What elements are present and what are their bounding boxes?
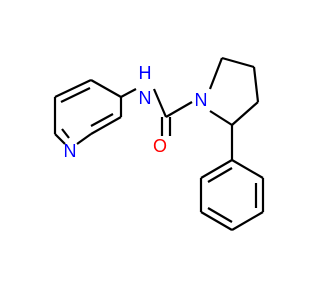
bond bbox=[90, 79, 122, 98]
bond bbox=[231, 211, 264, 231]
pyridine-n-label: N bbox=[64, 141, 77, 161]
bond bbox=[231, 101, 259, 126]
bond bbox=[61, 128, 70, 139]
pyrrolidine-ring bbox=[208, 56, 260, 126]
molecule-structure: N N H N O bbox=[53, 56, 265, 231]
bond bbox=[54, 133, 66, 145]
bond-nh-carbonyl bbox=[152, 88, 168, 118]
amide-h-label: H bbox=[139, 63, 152, 83]
bond-carbonyl-ring-n bbox=[165, 101, 193, 118]
bond bbox=[209, 110, 233, 126]
bond bbox=[221, 56, 255, 69]
bond bbox=[252, 66, 260, 103]
bond-pyridine-nh bbox=[120, 88, 137, 98]
bond bbox=[76, 133, 92, 145]
bond bbox=[200, 159, 233, 179]
amide-n-label: N bbox=[139, 88, 152, 108]
pyridine-ring bbox=[53, 79, 123, 145]
bond bbox=[207, 207, 233, 223]
bond bbox=[60, 87, 91, 103]
bond bbox=[231, 159, 264, 179]
ring-n-label: N bbox=[195, 90, 208, 110]
phenyl-ring bbox=[199, 159, 265, 231]
bond bbox=[200, 211, 233, 231]
bond bbox=[207, 167, 233, 183]
carbonyl-o-label: O bbox=[153, 136, 167, 156]
bond bbox=[90, 113, 114, 127]
bond bbox=[54, 79, 92, 98]
bond bbox=[90, 116, 122, 135]
bond bbox=[208, 57, 224, 90]
